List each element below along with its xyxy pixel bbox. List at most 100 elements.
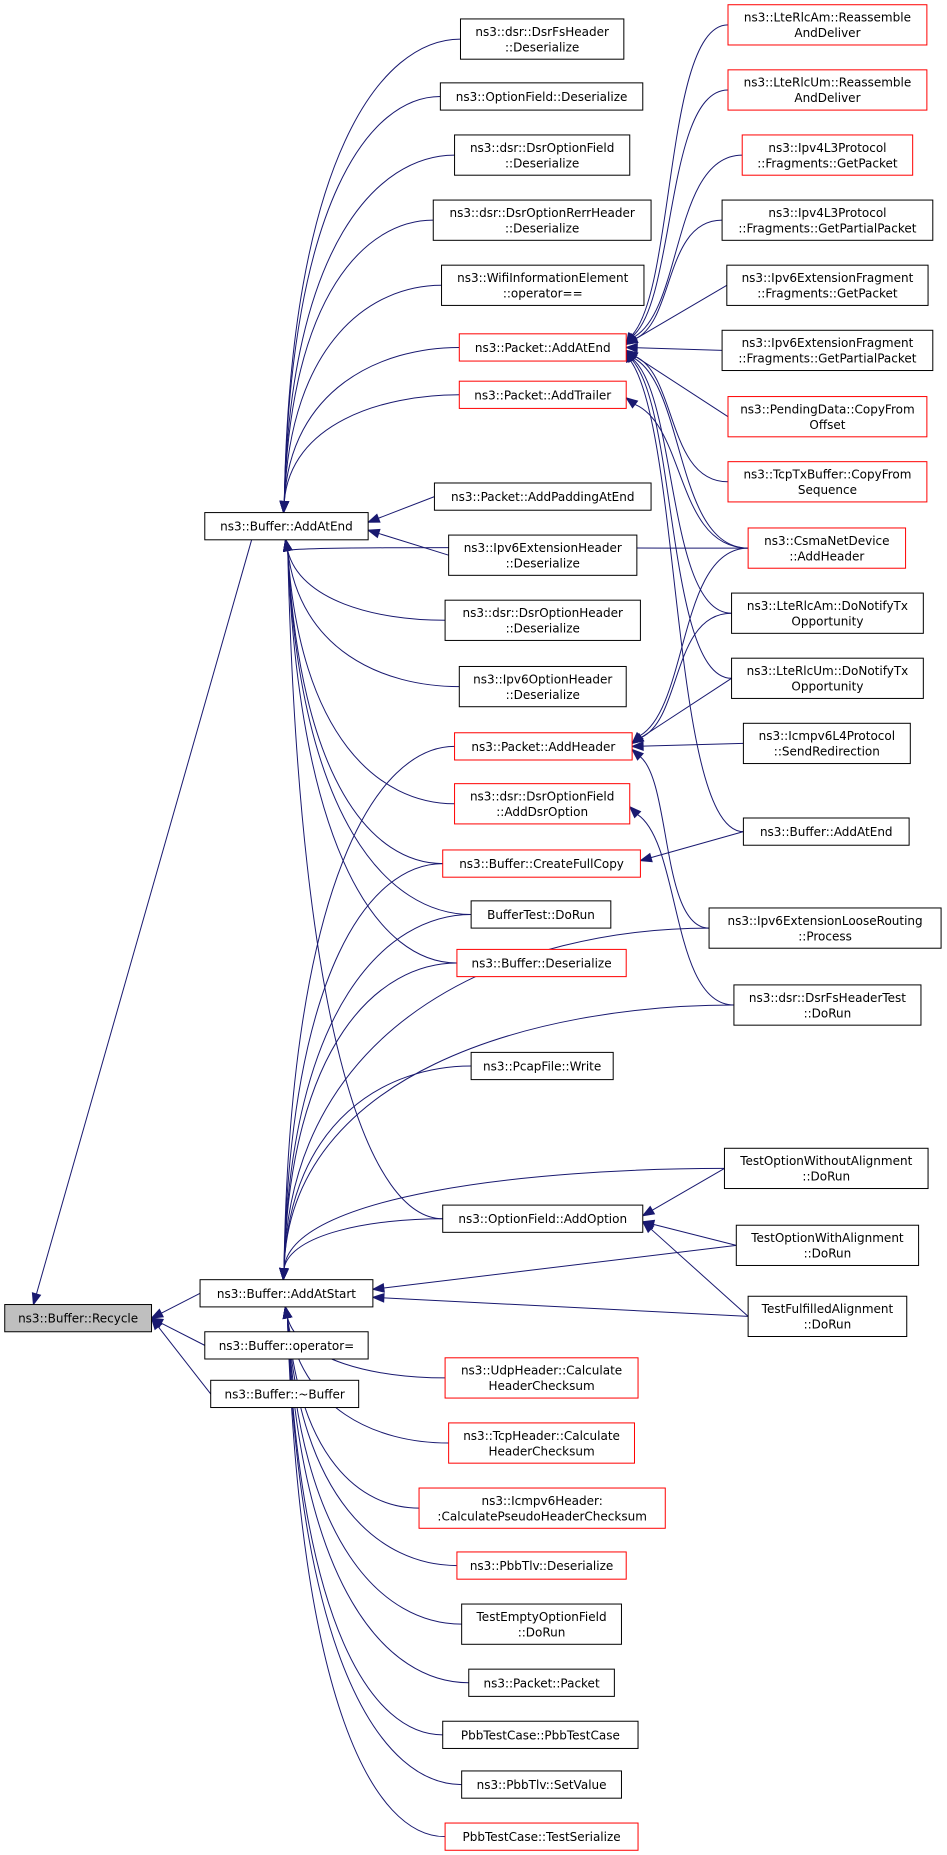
edge-line — [650, 1228, 749, 1317]
node-box — [204, 512, 369, 541]
node-optionfield_deser[interactable]: ns3::OptionField::Deserialize — [439, 82, 644, 111]
edge-arrowhead — [371, 1292, 385, 1303]
node-label-line: ::SendRedirection — [774, 745, 880, 759]
node-label-line: ns3::Buffer::CreateFullCopy — [459, 857, 624, 871]
node-icmpv6header_calc[interactable]: ns3::Icmpv6Header::CalculatePseudoHeader… — [418, 1487, 666, 1529]
edge-line — [283, 1218, 443, 1269]
node-packet_addpadding[interactable]: ns3::Packet::AddPaddingAtEnd — [433, 482, 652, 511]
call-edge-lterlcum_notify-to-packet_addheader — [630, 677, 732, 745]
node-box — [727, 461, 928, 503]
edge-line — [286, 1317, 443, 1736]
node-testoptionwithout_dorun[interactable]: TestOptionWithoutAlignment::DoRun — [723, 1147, 929, 1190]
edge-line — [383, 1244, 737, 1289]
node-operator_assign[interactable]: ns3::Buffer::operator= — [204, 1331, 369, 1360]
node-pbbtlv_deser[interactable]: ns3::PbbTlv::Deserialize — [456, 1551, 627, 1580]
call-edge-lterlcum_notify-to-packet_addatend — [625, 349, 732, 679]
node-label-line: ns3::dsr::DsrFsHeader — [475, 25, 609, 39]
node-dsroptionfield_deser[interactable]: ns3::dsr::DsrOptionField::Deserialize — [454, 134, 631, 176]
node-label-line: ns3::PcapFile::Write — [483, 1060, 601, 1074]
node-icmpv6l4_sendredirect[interactable]: ns3::Icmpv6L4Protocol::SendRedirection — [742, 722, 911, 765]
node-ipv4l3_getpartial[interactable]: ns3::Ipv4L3Protocol::Fragments::GetParti… — [721, 199, 934, 241]
node-ipv6optionhdr_deser[interactable]: ns3::Ipv6OptionHeader::Deserialize — [458, 665, 627, 708]
node-packet_packet[interactable]: ns3::Packet::Packet — [468, 1668, 615, 1697]
node-label-line: ::DoRun — [804, 1006, 852, 1020]
edge-arrowhead — [371, 1283, 385, 1293]
edge-line — [631, 24, 729, 336]
node-pcapfile_write[interactable]: ns3::PcapFile::Write — [470, 1051, 614, 1081]
node-testfulfilled_dorun[interactable]: TestFulfilledAlignment::DoRun — [747, 1295, 908, 1337]
node-label-line: ns3::Buffer::~Buffer — [225, 1387, 345, 1401]
edge-arrowhead — [624, 342, 638, 353]
node-packet_addtrailer[interactable]: ns3::Packet::AddTrailer — [458, 380, 627, 409]
node-label-line: ns3::Buffer::Recycle — [18, 1312, 138, 1326]
node-label-line: ns3::Packet::Packet — [483, 1676, 599, 1690]
node-packet_addatend[interactable]: ns3::Packet::AddAtEnd — [458, 333, 627, 362]
node-testoptionwith_dorun[interactable]: TestOptionWithAlignment::DoRun — [735, 1224, 920, 1266]
node-destructor[interactable]: ns3::Buffer::~Buffer — [210, 1379, 360, 1409]
node-label-line: ::Deserialize — [506, 556, 580, 570]
edge-line — [635, 356, 729, 418]
node-pbbtlv_setvalue[interactable]: ns3::PbbTlv::SetValue — [461, 1770, 622, 1799]
edge-line — [652, 1167, 725, 1211]
edge-line — [287, 550, 446, 621]
node-label-line: ns3::dsr::DsrOptionRerrHeader — [450, 206, 635, 220]
node-label-line: ns3::Ipv4L3Protocol — [768, 206, 886, 220]
node-dsroptionrerr_deser[interactable]: ns3::dsr::DsrOptionRerrHeader::Deseriali… — [432, 199, 652, 241]
node-label-line: ns3::Packet::AddPaddingAtEnd — [451, 490, 635, 504]
node-label-line: ns3::CsmaNetDevice — [764, 534, 889, 548]
node-dsroptionfield_add[interactable]: ns3::dsr::DsrOptionField::AddDsrOption — [454, 783, 631, 825]
edge-arrowhead — [279, 500, 290, 514]
node-addatstart[interactable]: ns3::Buffer::AddAtStart — [199, 1279, 374, 1308]
edge-line — [634, 403, 749, 549]
node-pbbtestcase_serialize[interactable]: PbbTestCase::TestSerialize — [444, 1822, 639, 1851]
node-ipv6exthdr_deser[interactable]: ns3::Ipv6ExtensionHeader::Deserialize — [448, 534, 638, 576]
node-buffertest_dorun[interactable]: BufferTest::DoRun — [470, 900, 612, 929]
node-dsroptionhdr_deser[interactable]: ns3::dsr::DsrOptionHeader::Deserialize — [444, 599, 641, 641]
node-label-line: ns3::LteRlcUm::Reassemble — [744, 76, 912, 90]
node-box — [444, 1357, 639, 1399]
node-label-line: ns3::Packet::AddAtEnd — [475, 341, 611, 355]
call-edge-pbbtlv_setvalue-to-addatstart — [282, 1305, 462, 1786]
node-box — [204, 1331, 369, 1360]
node-dsrfsheadertest_dorun[interactable]: ns3::dsr::DsrFsHeaderTest::DoRun — [733, 984, 922, 1026]
node-testemptyoption_dorun[interactable]: TestEmptyOptionField::DoRun — [461, 1603, 622, 1645]
node-ipv6extloose_process[interactable]: ns3::Ipv6ExtensionLooseRouting::Process — [708, 907, 942, 949]
call-edge-optionfield_addoption-to-addatend — [282, 538, 443, 1220]
node-dsrfsheader_deser[interactable]: ns3::dsr::DsrFsHeader::Deserialize — [459, 18, 625, 60]
node-ipv6extfrag_getpartial[interactable]: ns3::Ipv6ExtensionFragment::Fragments::G… — [721, 329, 934, 372]
node-box — [727, 396, 928, 438]
node-label-line: ::AddDsrOption — [496, 805, 588, 819]
node-label-line: BufferTest::DoRun — [487, 908, 595, 922]
edge-line — [35, 539, 253, 1295]
edge-line — [283, 95, 441, 502]
call-edge-csmanetdevice_addheader-to-packet_addheader — [631, 547, 749, 745]
node-packet_addheader[interactable]: ns3::Packet::AddHeader — [454, 732, 633, 761]
node-box — [708, 907, 942, 949]
node-buffer_createfullcopy[interactable]: ns3::Buffer::CreateFullCopy — [442, 849, 641, 878]
edge-line — [283, 1004, 734, 1269]
node-buffer_deser[interactable]: ns3::Buffer::Deserialize — [456, 948, 627, 978]
node-addatend[interactable]: ns3::Buffer::AddAtEnd — [204, 512, 369, 541]
node-csmanetdevice_addheader[interactable]: ns3::CsmaNetDevice::AddHeader — [747, 527, 907, 569]
node-label-line: ns3::LteRlcAm::DoNotifyTx — [747, 599, 908, 613]
edge-line — [283, 346, 460, 502]
node-wifiinfo_op[interactable]: ns3::WifiInformationElement::operator== — [441, 264, 645, 306]
node-box — [727, 4, 928, 46]
node-pbbtestcase_ctor[interactable]: PbbTestCase::PbbTestCase — [442, 1720, 639, 1749]
edge-line — [643, 742, 744, 747]
node-label-line: ns3::Ipv6ExtensionHeader — [464, 541, 622, 555]
node-optionfield_addoption[interactable]: ns3::OptionField::AddOption — [442, 1204, 644, 1233]
node-ipv6extfrag_getpacket[interactable]: ns3::Ipv6ExtensionFragment::Fragments::G… — [726, 264, 929, 306]
node-ipv4l3_getpacket[interactable]: ns3::Ipv4L3Protocol::Fragments::GetPacke… — [741, 134, 914, 176]
edge-line — [286, 1317, 446, 1838]
node-box — [418, 1487, 666, 1529]
node-buffer_addatend_2[interactable]: ns3::Buffer::AddAtEnd — [742, 817, 910, 846]
